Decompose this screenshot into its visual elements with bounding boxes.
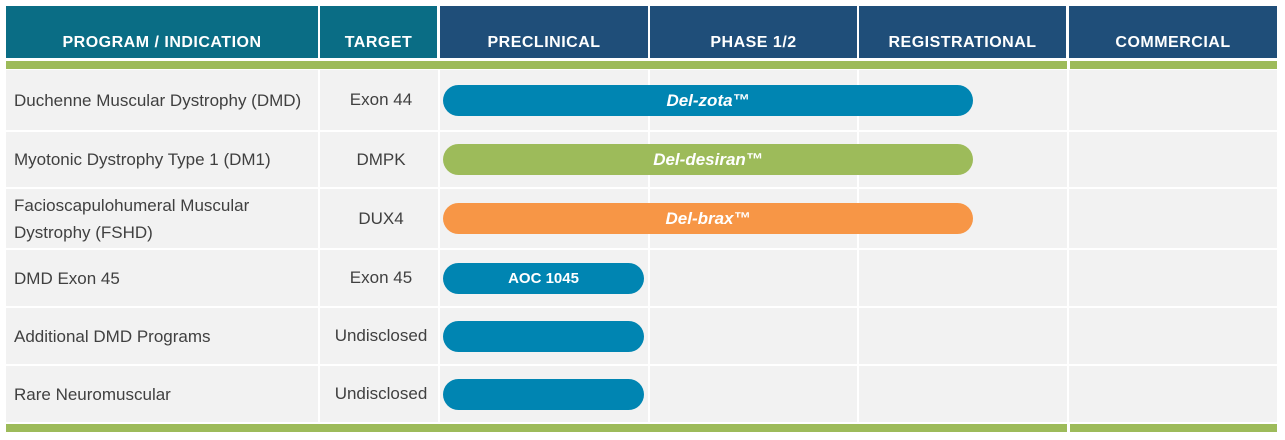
grid-line bbox=[6, 187, 1277, 189]
program-label: Myotonic Dystrophy Type 1 (DM1) bbox=[14, 150, 271, 169]
bar-label: AOC 1045 bbox=[508, 270, 579, 287]
target-label: DUX4 bbox=[358, 208, 404, 228]
target-label: Exon 45 bbox=[349, 268, 413, 287]
target-label: Exon 44 bbox=[349, 90, 413, 109]
grid-line bbox=[648, 70, 650, 422]
target-label: Undisclosed bbox=[334, 384, 428, 403]
program-label: Rare Neuromuscular bbox=[14, 384, 171, 404]
bar-label: Del-desiran™ bbox=[653, 149, 763, 169]
pipeline-progress-bar: Del-zota™ bbox=[443, 85, 973, 116]
grid-line bbox=[857, 70, 859, 422]
grid-line bbox=[6, 306, 1277, 308]
pipeline-progress-bar: Del-brax™ bbox=[443, 203, 973, 234]
table-body bbox=[6, 70, 1277, 422]
program-label: DMD Exon 45 bbox=[14, 268, 120, 288]
bar-label: Del-brax™ bbox=[665, 208, 751, 228]
pipeline-progress-bar: AOC 1045 bbox=[443, 263, 644, 294]
program-label: Duchenne Muscular Dystrophy (DMD) bbox=[14, 90, 302, 110]
grid-line bbox=[6, 364, 1277, 366]
bar-label: Del-zota™ bbox=[666, 90, 750, 110]
header-registrational: REGISTRATIONAL bbox=[859, 6, 1066, 58]
grid-line bbox=[6, 130, 1277, 132]
pipeline-progress-bar bbox=[443, 379, 644, 410]
grid-line bbox=[438, 70, 440, 422]
header-phase-1-2: PHASE 1/2 bbox=[650, 6, 857, 58]
grid-line bbox=[1067, 70, 1069, 422]
top-green-divider bbox=[6, 61, 1277, 69]
bottom-green-divider bbox=[6, 424, 1277, 432]
program-label: Additional DMD Programs bbox=[14, 326, 211, 346]
header-preclinical: PRECLINICAL bbox=[440, 6, 648, 58]
pipeline-progress-bar bbox=[443, 321, 644, 352]
header-program: PROGRAM / INDICATION bbox=[6, 6, 318, 58]
grid-line bbox=[318, 70, 320, 422]
program-label: Facioscapulohumeral Muscular Dystrophy (… bbox=[14, 195, 250, 242]
target-label: Undisclosed bbox=[334, 326, 428, 345]
grid-line bbox=[6, 248, 1277, 250]
target-label: DMPK bbox=[356, 149, 406, 169]
header-target: TARGET bbox=[320, 6, 437, 58]
header-commercial: COMMERCIAL bbox=[1069, 6, 1277, 58]
pipeline-progress-bar: Del-desiran™ bbox=[443, 144, 973, 175]
